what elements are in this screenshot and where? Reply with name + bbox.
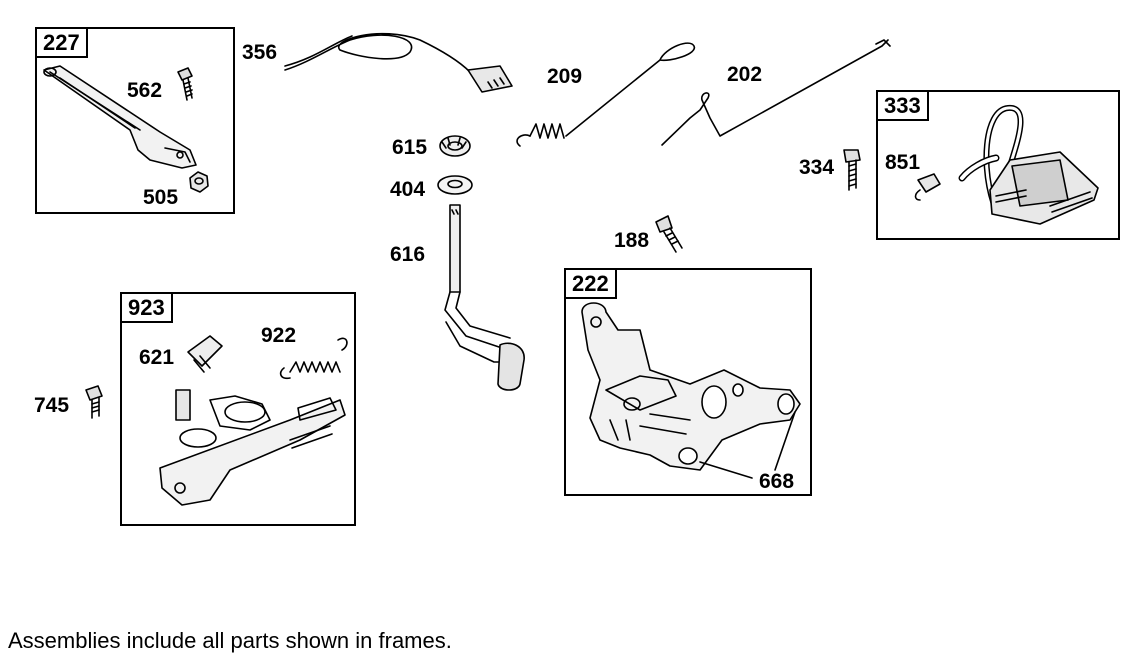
footnote: Assemblies include all parts shown in fr… <box>8 628 452 653</box>
part-label-922: 922 <box>261 324 297 347</box>
part-label-562: 562 <box>127 79 163 102</box>
assembly-frame-222: 222 <box>564 268 812 496</box>
part-label-621: 621 <box>139 346 175 369</box>
part-label-851: 851 <box>885 151 921 174</box>
assembly-frame-923: 923 <box>120 292 356 526</box>
frame-number-333: 333 <box>878 92 929 121</box>
screw-745-part <box>85 385 103 419</box>
assembly-frame-227: 227 <box>35 27 235 214</box>
part-label-668: 668 <box>759 470 795 493</box>
part-label-356: 356 <box>242 41 278 64</box>
ground-wire-part <box>284 32 513 93</box>
governor-spring-part <box>516 42 695 147</box>
part-label-616: 616 <box>390 243 426 266</box>
frame-number-227: 227 <box>37 29 88 58</box>
control-plate-part <box>581 302 801 471</box>
bolt-188-part <box>655 215 683 253</box>
part-label-334: 334 <box>799 156 835 179</box>
clip-621-part <box>187 335 223 373</box>
spring-922-part <box>279 337 348 380</box>
assembly-frame-333: 333 <box>876 90 1120 240</box>
bolt-334-part <box>843 149 861 191</box>
washer-404-part <box>437 175 473 195</box>
part-label-745: 745 <box>34 394 70 417</box>
leader-668-a <box>699 461 753 479</box>
nut-505-part <box>189 171 209 193</box>
part-label-615: 615 <box>392 136 428 159</box>
bolt-562-part <box>177 67 193 101</box>
seal-615-part <box>439 135 471 157</box>
leader-668-b <box>774 411 796 471</box>
frame-number-923: 923 <box>122 294 173 323</box>
armature-part <box>958 105 1099 225</box>
frame-number-222: 222 <box>566 270 617 299</box>
part-label-505: 505 <box>143 186 179 209</box>
clip-851-part <box>914 173 941 201</box>
part-label-209: 209 <box>547 65 583 88</box>
part-label-188: 188 <box>614 229 650 252</box>
part-label-202: 202 <box>727 63 763 86</box>
throttle-link-part <box>661 39 891 146</box>
governor-lever-part <box>43 65 197 169</box>
control-bracket-part <box>159 389 346 506</box>
part-label-404: 404 <box>390 178 426 201</box>
governor-crank-part <box>444 204 525 391</box>
